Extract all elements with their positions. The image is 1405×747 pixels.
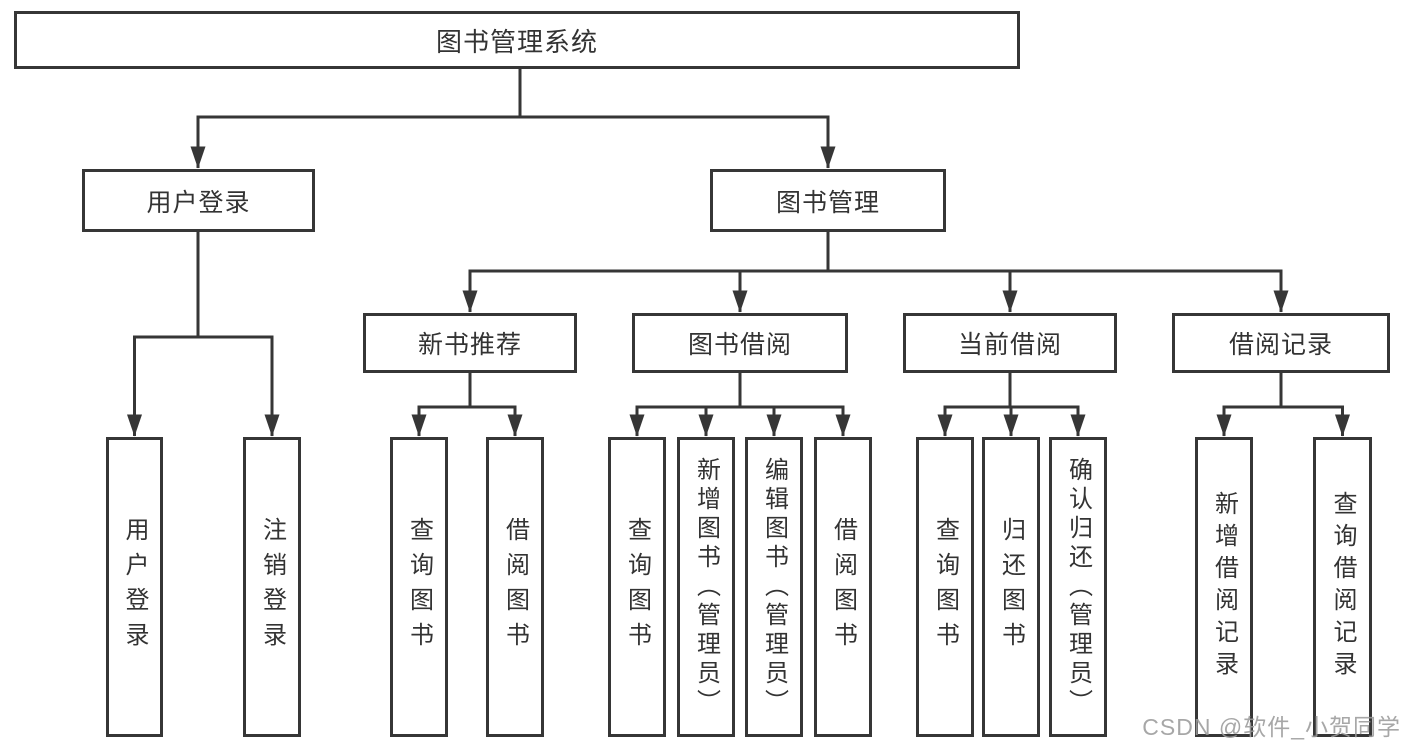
leaf-borrow-book: 借阅图书 xyxy=(814,437,872,737)
connector-borrow-records xyxy=(1216,373,1350,437)
leaf-user-login: 用户登录 xyxy=(106,437,163,737)
node-borrow-records: 借阅记录 xyxy=(1172,313,1390,373)
connector-current-borrow xyxy=(937,373,1086,437)
node-current-borrow: 当前借阅 xyxy=(903,313,1117,373)
connector-user-login xyxy=(127,232,280,437)
node-book-borrow: 图书借阅 xyxy=(632,313,848,373)
connector-root xyxy=(190,69,836,169)
leaf-current-return: 归还图书 xyxy=(982,437,1040,737)
leaf-current-confirm-return-label: 确认归还（管理员） xyxy=(1064,456,1092,718)
leaf-newbook-query-label: 查询图书 xyxy=(405,517,433,657)
leaf-record-query: 查询借阅记录 xyxy=(1313,437,1372,737)
leaf-logout-label: 注销登录 xyxy=(258,517,286,657)
leaf-borrow-add-book: 新增图书（管理员） xyxy=(677,437,735,737)
node-book-mgmt: 图书管理 xyxy=(710,169,946,232)
leaf-borrow-query-label: 查询图书 xyxy=(623,517,651,657)
leaf-borrow-add-book-label: 新增图书（管理员） xyxy=(692,456,720,718)
leaf-borrow-edit-book-label: 编辑图书（管理员） xyxy=(760,456,788,718)
node-root: 图书管理系统 xyxy=(14,11,1020,69)
leaf-record-query-label: 查询借阅记录 xyxy=(1329,491,1356,683)
leaf-record-add-label: 新增借阅记录 xyxy=(1210,491,1238,683)
leaf-borrow-book-label: 借阅图书 xyxy=(829,517,857,657)
leaf-current-confirm-return: 确认归还（管理员） xyxy=(1049,437,1107,737)
leaf-current-query: 查询图书 xyxy=(916,437,974,737)
connector-book-mgmt xyxy=(462,232,1289,313)
connector-book-borrow xyxy=(629,373,851,437)
node-user-login: 用户登录 xyxy=(82,169,315,232)
leaf-current-query-label: 查询图书 xyxy=(931,517,959,657)
leaf-newbook-query: 查询图书 xyxy=(390,437,448,737)
leaf-borrow-edit-book: 编辑图书（管理员） xyxy=(745,437,803,737)
csdn-watermark: CSDN @软件_小贺同学 xyxy=(1142,714,1401,740)
leaf-record-add: 新增借阅记录 xyxy=(1195,437,1253,737)
leaf-logout: 注销登录 xyxy=(243,437,301,737)
node-new-book-rec: 新书推荐 xyxy=(363,313,577,373)
leaf-newbook-borrow: 借阅图书 xyxy=(486,437,544,737)
leaf-user-login-label: 用户登录 xyxy=(121,517,148,657)
leaf-borrow-query: 查询图书 xyxy=(608,437,666,737)
leaf-newbook-borrow-label: 借阅图书 xyxy=(501,517,529,657)
leaf-current-return-label: 归还图书 xyxy=(997,517,1025,657)
connector-new-book xyxy=(411,373,523,437)
